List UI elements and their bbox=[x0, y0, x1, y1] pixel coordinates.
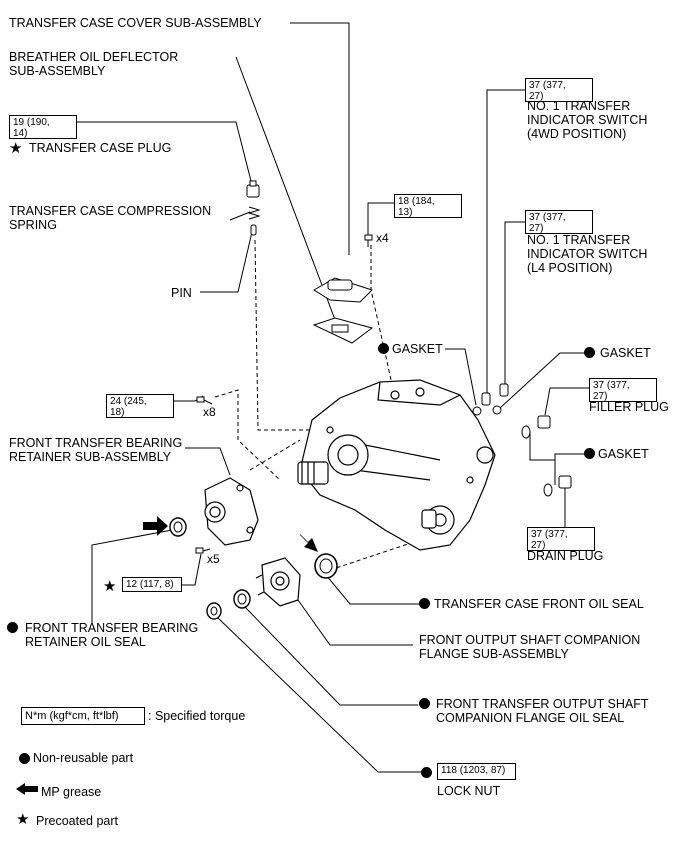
legend-nonreusable: Non-reusable part bbox=[33, 751, 134, 765]
leader-switch-4wd bbox=[486, 89, 527, 395]
leader-companion-flange bbox=[297, 599, 413, 646]
leader-bearing-oil-seal bbox=[91, 529, 173, 624]
legend-torque-text: : Specified torque bbox=[148, 709, 246, 723]
retainer-bolt-shape bbox=[196, 396, 205, 403]
filler-plug-shape bbox=[537, 415, 551, 429]
leader-plug bbox=[77, 121, 253, 186]
leader-pin bbox=[200, 231, 253, 293]
leader-front-oil-seal bbox=[325, 574, 422, 605]
nonreusable-dot-gasket-right-top bbox=[584, 347, 595, 358]
cover-bolt-shape bbox=[364, 234, 373, 241]
nonreusable-dot-gasket-right-mid bbox=[584, 448, 595, 459]
input-shaft bbox=[297, 461, 329, 485]
torque-box-switch-4wd: 37 (377, 27) bbox=[525, 78, 593, 102]
nonreusable-dot-gasket-left bbox=[378, 343, 389, 354]
qty-x8: x8 bbox=[203, 405, 216, 419]
label-gasket-right-mid: GASKET bbox=[598, 447, 649, 461]
torque-box-cover-bolt: 18 (184, 13) bbox=[394, 194, 462, 218]
label-pin: PIN bbox=[171, 286, 192, 300]
qty-x5: x5 bbox=[207, 552, 220, 566]
legend-arrow-icon bbox=[16, 783, 38, 795]
leader-retainer-small-bolt bbox=[182, 553, 202, 586]
leader-filler bbox=[544, 387, 590, 416]
label-switch-l4: NO. 1 TRANSFER INDICATOR SWITCH (L4 POSI… bbox=[527, 233, 648, 275]
leader-bearing-retainer bbox=[185, 447, 231, 476]
assembly-line-3 bbox=[214, 389, 281, 481]
label-bearing-retainer: FRONT TRANSFER BEARING RETAINER SUB-ASSE… bbox=[9, 436, 183, 464]
retainer-small-bolt-shape bbox=[195, 547, 204, 554]
legend-dot-icon bbox=[19, 753, 30, 764]
nonreusable-dot-flange-oil-seal bbox=[419, 698, 430, 709]
switch-4wd-shape bbox=[481, 392, 491, 406]
switch-l4-shape bbox=[499, 383, 509, 397]
bearing-retainer-shape bbox=[204, 477, 259, 546]
leader-gasket-right-top bbox=[499, 352, 590, 409]
gasket-right-mid-shape bbox=[521, 425, 531, 439]
gasket-drain-shape bbox=[543, 483, 553, 497]
assembly-line-1 bbox=[254, 239, 320, 431]
nonreusable-dot-bearing-oil-seal bbox=[7, 622, 18, 633]
grease-arrow-retainer bbox=[143, 516, 168, 536]
torque-box-drain: 37 (377, 27) bbox=[527, 527, 595, 551]
plug-shape bbox=[246, 184, 260, 198]
torque-box-retainer-small-bolt: 12 (117, 8) bbox=[122, 577, 182, 592]
nonreusable-dot-lock-nut bbox=[421, 767, 432, 778]
torque-box-switch-l4: 37 (377, 27) bbox=[525, 210, 593, 234]
leader-gasket-left bbox=[445, 348, 477, 406]
leader-switch-l4 bbox=[504, 221, 527, 385]
drain-plug-shape bbox=[558, 475, 572, 489]
nonreusable-dot-front-oil-seal bbox=[419, 598, 430, 609]
label-compression-spring: TRANSFER CASE COMPRESSION SPRING bbox=[9, 204, 212, 232]
leader-lock-nut bbox=[217, 617, 423, 773]
torque-box-retainer-bolt: 24 (245, 18) bbox=[106, 394, 174, 418]
label-bearing-oil-seal: FRONT TRANSFER BEARING RETAINER OIL SEAL bbox=[25, 621, 199, 649]
label-drain-plug: DRAIN PLUG bbox=[527, 549, 604, 563]
spring-shape bbox=[247, 206, 261, 220]
gasket-left-shape bbox=[472, 406, 482, 416]
label-transfer-case-plug: TRANSFER CASE PLUG bbox=[29, 141, 172, 155]
assembly-line-5 bbox=[249, 439, 301, 471]
qty-x4: x4 bbox=[376, 231, 389, 245]
label-gasket-right-top: GASKET bbox=[600, 346, 651, 360]
label-gasket-left: GASKET bbox=[392, 342, 443, 356]
label-flange-oil-seal: FRONT TRANSFER OUTPUT SHAFT COMPANION FL… bbox=[436, 697, 649, 725]
gasket-right-top-shape bbox=[492, 405, 502, 415]
legend-grease: MP grease bbox=[41, 785, 102, 799]
transfer-case-body bbox=[299, 379, 496, 551]
label-companion-flange: FRONT OUTPUT SHAFT COMPANION FLANGE SUB-… bbox=[419, 633, 641, 661]
precoated-star-plug: ★ bbox=[9, 140, 23, 157]
leader-cover bbox=[290, 22, 350, 255]
leader-spring bbox=[229, 211, 251, 221]
label-switch-4wd: NO. 1 TRANSFER INDICATOR SWITCH (4WD POS… bbox=[527, 99, 648, 141]
label-breather-oil-deflector: BREATHER OIL DEFLECTOR SUB-ASSEMBLY bbox=[9, 50, 179, 78]
leader-breather bbox=[235, 56, 338, 326]
torque-box-filler: 37 (377, 27) bbox=[589, 378, 657, 402]
grease-arrow-front-seal bbox=[300, 534, 318, 552]
pin-shape bbox=[250, 224, 257, 236]
precoated-star-retainer-bolt: ★ bbox=[103, 578, 117, 595]
label-front-oil-seal: TRANSFER CASE FRONT OIL SEAL bbox=[434, 597, 644, 611]
torque-box-plug: 19 (190, 14) bbox=[9, 115, 77, 139]
legend-star-icon: ★ bbox=[16, 811, 30, 828]
label-transfer-case-cover: TRANSFER CASE COVER SUB-ASSEMBLY bbox=[9, 16, 262, 30]
legend-torque-box: N*m (kgf*cm, ft*lbf) bbox=[21, 707, 145, 725]
torque-box-lock-nut: 118 (1203, 87) bbox=[437, 763, 516, 780]
leader-flange-oil-seal bbox=[243, 605, 418, 706]
legend-precoated: Precoated part bbox=[36, 814, 118, 828]
label-filler-plug: FILLER PLUG bbox=[589, 400, 669, 414]
label-lock-nut: LOCK NUT bbox=[437, 784, 501, 798]
